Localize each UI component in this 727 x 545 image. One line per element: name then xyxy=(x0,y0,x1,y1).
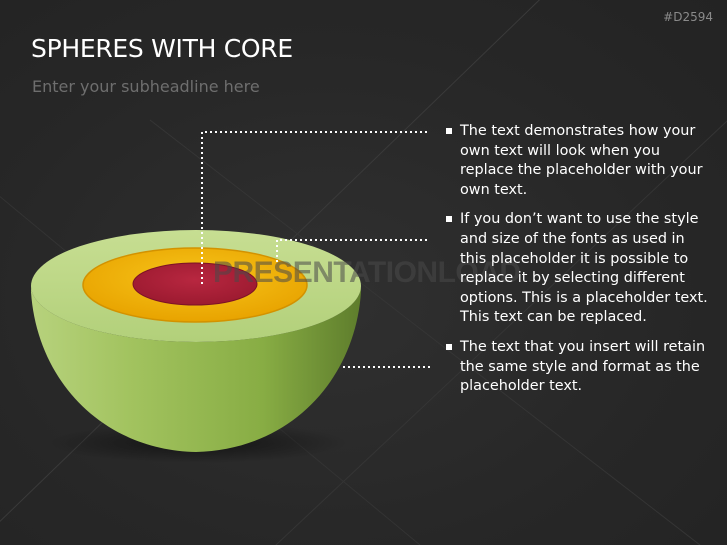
bullet-square-icon xyxy=(446,343,452,350)
bullet-item: If you don’t want to use the style and s… xyxy=(445,210,710,328)
bullet-text: The text demonstrates how your own text … xyxy=(460,123,703,198)
bullet-square-icon xyxy=(446,216,452,223)
bullet-text: The text that you insert will retain the… xyxy=(460,338,706,395)
bullet-item: The text that you insert will retain the… xyxy=(445,338,710,397)
core xyxy=(132,262,258,306)
bullet-item: The text demonstrates how your own text … xyxy=(445,122,710,200)
connector-core xyxy=(201,131,430,284)
connector-lines xyxy=(201,131,430,368)
bullet-list: The text demonstrates how your own text … xyxy=(445,122,710,407)
watermark-logo: PRESENTATIONLOAD xyxy=(213,256,521,289)
bullet-square-icon xyxy=(446,128,452,134)
subheadline: Enter your subheadline here xyxy=(32,77,260,96)
page-title: SPHERES WITH CORE xyxy=(31,34,293,63)
bullet-text: If you don’t want to use the style and s… xyxy=(460,211,708,326)
slide-code: #D2594 xyxy=(663,10,713,24)
connector-middle-layer xyxy=(276,239,430,262)
outer-shell xyxy=(31,286,361,452)
